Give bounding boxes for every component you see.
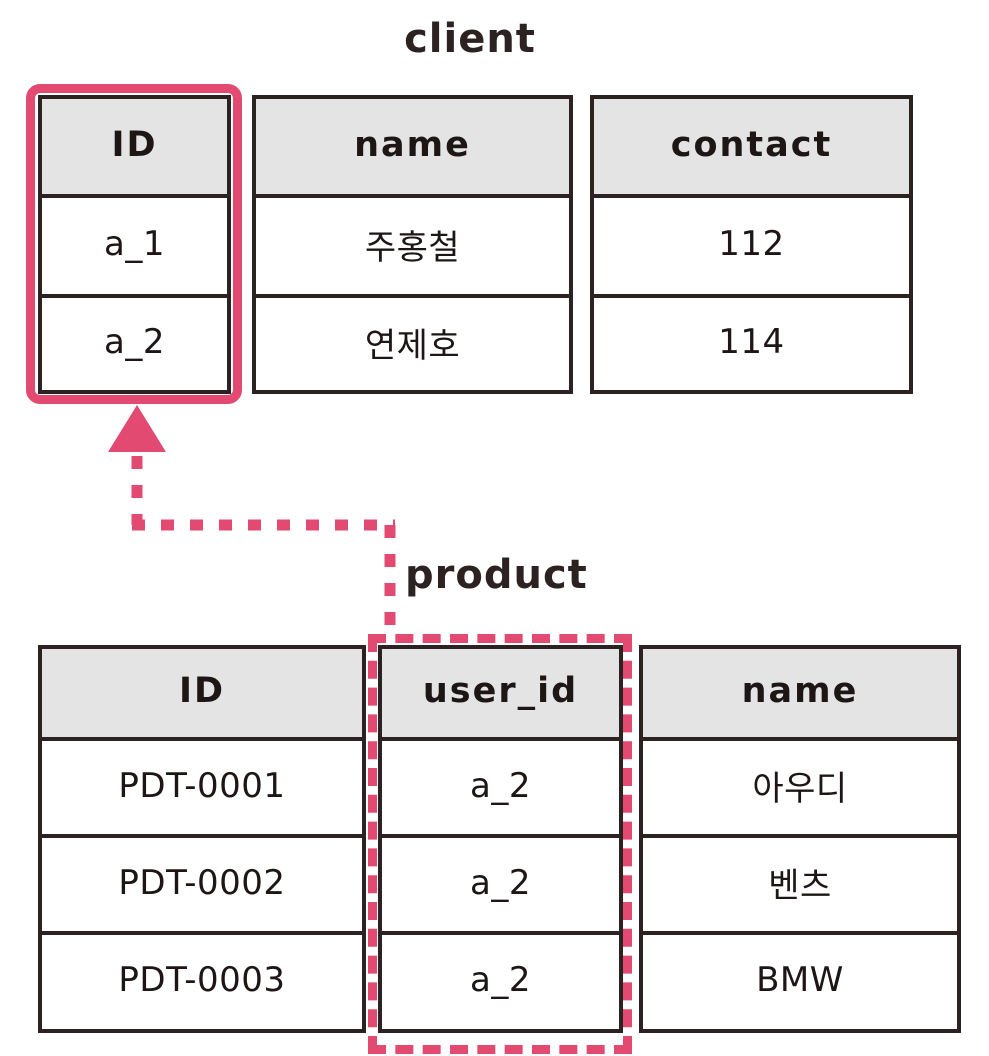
client-header-name: name <box>252 95 573 198</box>
product-header-name: name <box>639 645 961 741</box>
table-cell: a_2 <box>378 741 623 838</box>
product-column-user-id: user_id a_2 a_2 a_2 <box>378 645 623 1033</box>
table-cell: 114 <box>590 298 913 394</box>
table-cell: a_2 <box>378 935 623 1033</box>
table-cell: 아우디 <box>639 741 961 838</box>
product-header-id: ID <box>38 645 366 741</box>
table-cell: PDT-0001 <box>38 741 366 838</box>
product-table-title: product <box>405 552 588 598</box>
table-cell: a_2 <box>378 838 623 935</box>
relationship-arrowhead-icon <box>108 405 166 452</box>
table-cell: 주홍철 <box>252 198 573 298</box>
table-cell: PDT-0003 <box>38 935 366 1033</box>
table-cell: a_1 <box>38 198 231 298</box>
table-cell: BMW <box>639 935 961 1033</box>
client-column-name: name 주홍철 연제호 <box>252 95 573 394</box>
table-cell: a_2 <box>38 298 231 394</box>
client-table-title: client <box>404 16 536 62</box>
client-column-contact: contact 112 114 <box>590 95 913 394</box>
relationship-connector <box>108 405 396 640</box>
client-header-id: ID <box>38 95 231 198</box>
table-cell: 112 <box>590 198 913 298</box>
table-cell: 벤츠 <box>639 838 961 935</box>
product-column-id: ID PDT-0001 PDT-0002 PDT-0003 <box>38 645 366 1033</box>
table-cell: 연제호 <box>252 298 573 394</box>
client-column-id: ID a_1 a_2 <box>38 95 231 394</box>
product-column-name: name 아우디 벤츠 BMW <box>639 645 961 1033</box>
client-header-contact: contact <box>590 95 913 198</box>
product-header-user-id: user_id <box>378 645 623 741</box>
table-cell: PDT-0002 <box>38 838 366 935</box>
